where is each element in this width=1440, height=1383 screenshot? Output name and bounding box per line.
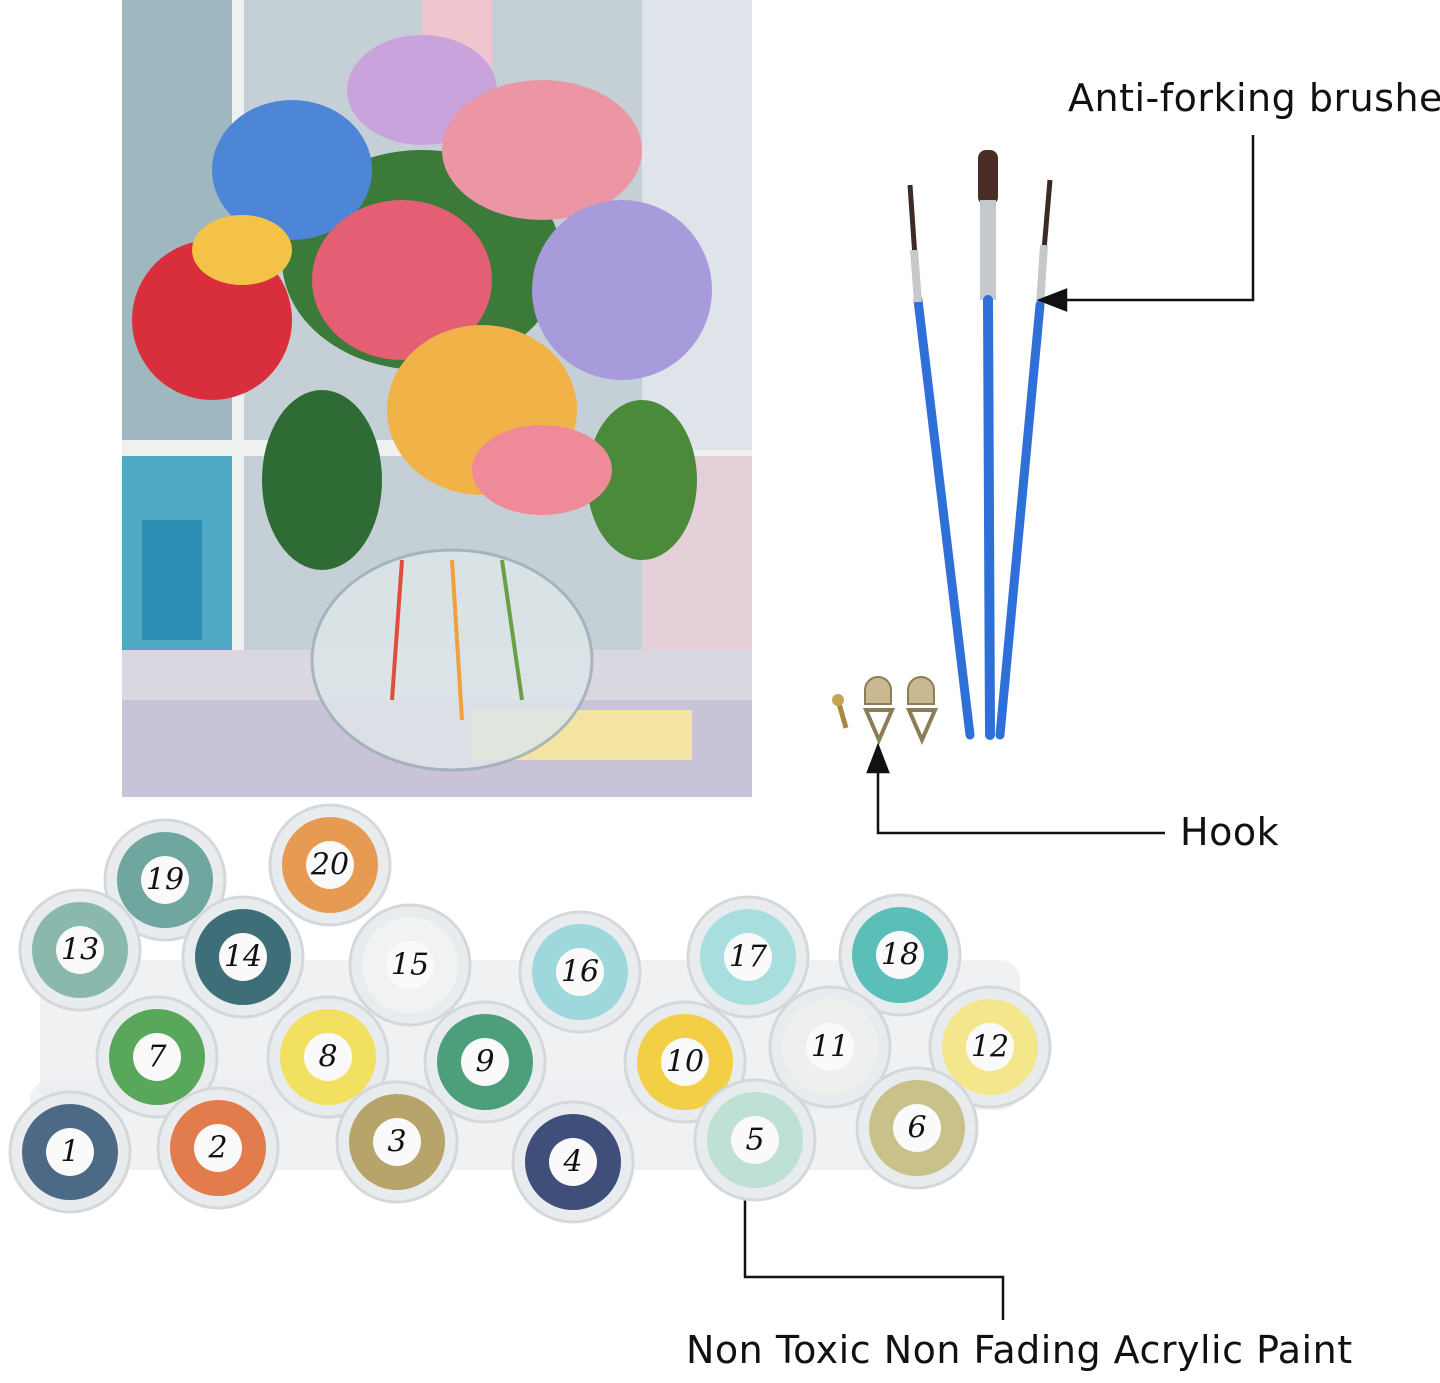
paint-pot-2: 2 [156, 1086, 280, 1210]
pot-number: 7 [147, 1040, 167, 1075]
painting-hydrangea-vase [122, 0, 752, 797]
pot-number-sticker [304, 1033, 352, 1081]
paint-pot-17: 17 [686, 895, 810, 1019]
pot-number-sticker [461, 1038, 509, 1086]
paint-pot-16: 16 [518, 910, 642, 1034]
paint-pot-11: 11 [768, 985, 892, 1109]
pot-number: 4 [562, 1145, 582, 1180]
pot-number: 16 [561, 955, 599, 990]
paint-pot-7: 7 [95, 995, 219, 1119]
pot-number-sticker [373, 1118, 421, 1166]
pot-number: 20 [310, 848, 349, 883]
pot-number: 15 [391, 948, 429, 983]
paint-pot-18: 18 [838, 893, 962, 1017]
paint-pot-8: 8 [266, 995, 390, 1119]
pot-number: 6 [907, 1111, 926, 1146]
paint-pot-9: 9 [423, 1000, 547, 1124]
hanging-hooks [832, 676, 939, 746]
paint-pot-10: 10 [623, 1000, 747, 1124]
brushes-label: Anti-forking brushes [1068, 76, 1440, 120]
paint-pot-3: 3 [335, 1080, 459, 1204]
pot-number: 5 [745, 1123, 764, 1158]
pot-number: 14 [224, 940, 262, 975]
pot-number: 8 [318, 1040, 337, 1075]
paintbrush-flat-middle [978, 150, 998, 740]
paint-pot-15: 15 [348, 903, 472, 1027]
pot-number-sticker [306, 841, 354, 889]
pot-number-sticker [386, 941, 434, 989]
pot-number-sticker [46, 1128, 94, 1176]
pot-number: 13 [61, 933, 99, 968]
pot-number: 19 [146, 863, 184, 898]
painting-illustration [122, 0, 752, 797]
pot-number: 2 [207, 1131, 227, 1166]
pot-number: 10 [666, 1045, 704, 1080]
paint-pot-19: 19 [103, 818, 227, 942]
hook-callout-line [866, 742, 1165, 835]
paintbrush-round-right [995, 179, 1053, 740]
pot-number-sticker [219, 933, 267, 981]
pot-number: 3 [387, 1125, 406, 1160]
pot-number-sticker [556, 948, 604, 996]
paint-pot-6: 6 [855, 1066, 979, 1190]
pot-number-sticker [876, 931, 924, 979]
paint-pot-5: 5 [693, 1078, 817, 1202]
pot-number-sticker [141, 856, 189, 904]
paint-pot-12: 12 [928, 985, 1052, 1109]
paint-pot-14: 14 [181, 895, 305, 1019]
pot-number-sticker [194, 1124, 242, 1172]
paint-pot-4: 4 [511, 1100, 635, 1224]
pot-number-sticker [724, 933, 772, 981]
pot-number: 17 [729, 940, 768, 975]
pot-number-sticker [661, 1038, 709, 1086]
pot-number: 11 [811, 1030, 849, 1065]
paint-pot-1: 1 [8, 1090, 132, 1214]
pot-number-sticker [806, 1023, 854, 1071]
pot-number: 1 [60, 1135, 79, 1170]
pot-number-sticker [133, 1033, 181, 1081]
pot-number: 18 [881, 938, 919, 973]
paint-pot-20: 20 [268, 803, 392, 927]
pot-number: 9 [475, 1045, 494, 1080]
pot-number-sticker [966, 1023, 1014, 1071]
paintbrush-round-left [907, 184, 975, 740]
pot-number-sticker [56, 926, 104, 974]
pot-number-sticker [731, 1116, 779, 1164]
brushes-callout-line [1036, 135, 1255, 312]
hook-label: Hook [1180, 810, 1280, 854]
pot-number: 12 [971, 1030, 1009, 1065]
paint-label: Non Toxic Non Fading Acrylic Paint [686, 1328, 1353, 1372]
paint-pot-13: 13 [18, 888, 142, 1012]
pot-number-sticker [549, 1138, 597, 1186]
pot-number-sticker [893, 1104, 941, 1152]
